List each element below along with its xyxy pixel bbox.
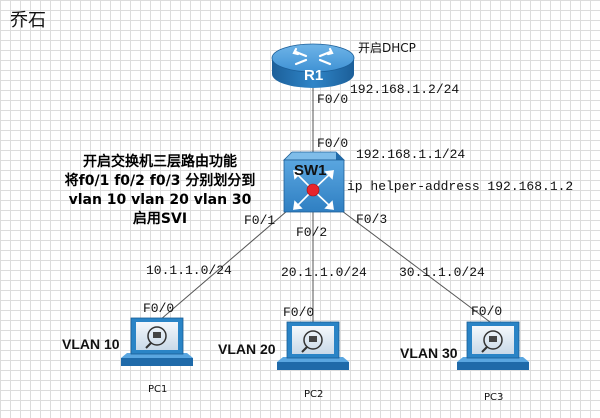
- port-label-f01: F0/1: [244, 213, 276, 228]
- port-label-f02: F0/2: [296, 225, 328, 240]
- page-title: 乔石: [10, 10, 46, 31]
- pc3-name: PC3: [484, 392, 504, 403]
- pc-screen-icon: [147, 326, 167, 346]
- switch-uplink-label: F0/0: [317, 136, 349, 151]
- pc2[interactable]: [277, 321, 349, 370]
- port-label-f03: F0/3: [356, 212, 388, 227]
- pc1-subnet-label: 10.1.1.0/24: [146, 263, 232, 278]
- link-sw1-pc3: [333, 204, 491, 323]
- pc2-subnet-label: 20.1.1.0/24: [281, 265, 367, 280]
- switch-sw1[interactable]: [283, 151, 345, 213]
- config-note: 开启交换机三层路由功能 将f0/1 f0/2 f0/3 分别划分到 vlan 1…: [40, 153, 280, 229]
- router-note: 开启DHCP: [358, 41, 416, 55]
- config-note-line: 开启交换机三层路由功能: [83, 154, 237, 170]
- pc2-vlan-label: VLAN 20: [218, 341, 276, 357]
- pc2-iface-label: F0/0: [283, 305, 315, 320]
- router-ip-label: 192.168.1.2/24: [350, 82, 460, 97]
- pc1-vlan-label: VLAN 10: [62, 336, 120, 352]
- switch-name: SW1: [294, 162, 327, 179]
- pc1-iface-label: F0/0: [143, 301, 175, 316]
- pc3-iface-label: F0/0: [471, 304, 503, 319]
- pc-screen-icon: [303, 330, 323, 350]
- router-iface-label: F0/0: [317, 92, 349, 107]
- pc1[interactable]: [121, 317, 193, 366]
- router-arrows-icon: [292, 47, 334, 66]
- pc3-subnet-label: 30.1.1.0/24: [399, 265, 485, 280]
- pc3[interactable]: [457, 321, 529, 370]
- pc3-vlan-label: VLAN 30: [400, 345, 458, 361]
- switch-ip-label: 192.168.1.1/24: [356, 147, 466, 162]
- status-dot-icon: [306, 183, 320, 197]
- router-name: R1: [304, 67, 324, 84]
- config-note-line: 启用SVI: [132, 211, 188, 227]
- pc-screen-icon: [483, 330, 503, 350]
- helper-address-label: ip helper-address 192.168.1.2: [347, 179, 574, 194]
- config-note-line: vlan 10 vlan 20 vlan 30: [68, 192, 252, 208]
- link-sw1-pc1: [159, 204, 295, 321]
- pc2-name: PC2: [304, 389, 324, 400]
- links: [159, 88, 491, 323]
- router-r1[interactable]: [271, 43, 355, 88]
- config-note-line: 将f0/1 f0/2 f0/3 分别划分到: [64, 173, 256, 189]
- pc1-name: PC1: [148, 384, 168, 395]
